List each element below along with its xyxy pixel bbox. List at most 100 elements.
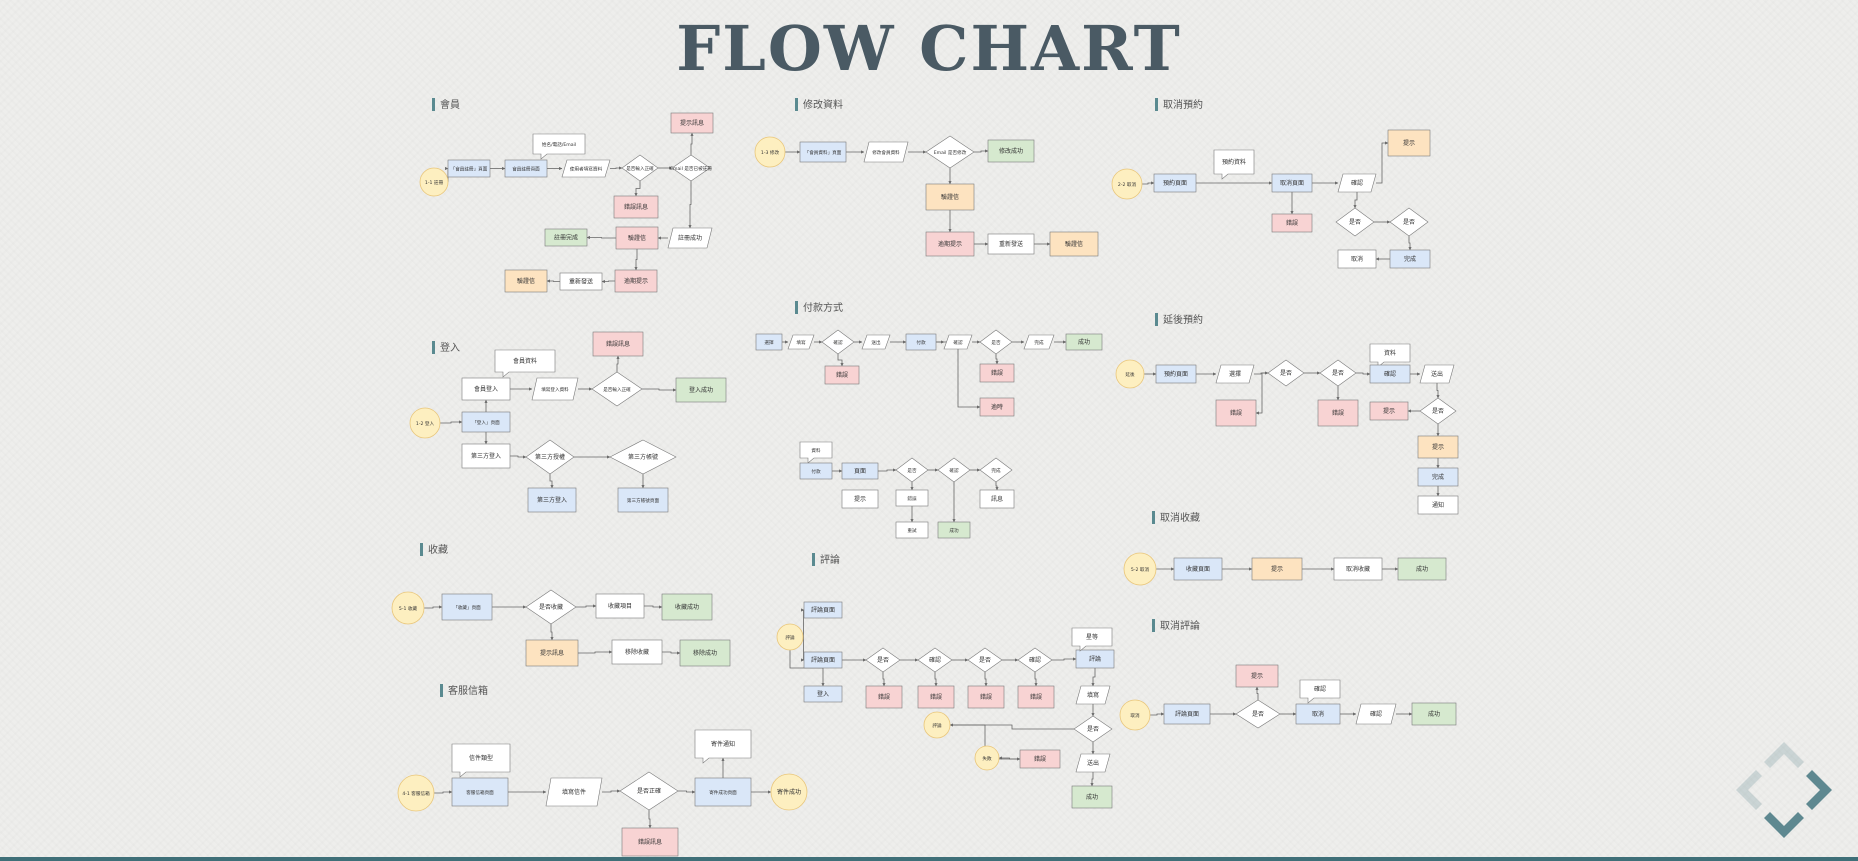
node-label: 錯誤 bbox=[930, 693, 942, 701]
slide-navigation[interactable] bbox=[1728, 734, 1840, 846]
process-box bbox=[1271, 213, 1313, 233]
node-l4: 填寫登入資料 bbox=[531, 377, 579, 401]
node-c3: 取消頁面 bbox=[1271, 173, 1313, 193]
edge-f0-f1 bbox=[424, 605, 443, 609]
node-d3: 是否 bbox=[1267, 359, 1305, 387]
edge-r5-r11 bbox=[934, 672, 938, 687]
node-label: 提示 bbox=[1251, 672, 1263, 680]
node-label: 錯誤 bbox=[1034, 755, 1046, 763]
edge-m6-m7 bbox=[690, 132, 694, 155]
process-box bbox=[1369, 401, 1409, 421]
edge-r8-r14 bbox=[1091, 668, 1096, 687]
node-d1: 預約頁面 bbox=[1155, 364, 1197, 384]
process-box bbox=[1389, 249, 1431, 269]
process-box bbox=[617, 487, 669, 513]
section-edit: 修改資料 bbox=[795, 98, 843, 111]
process-box bbox=[1417, 495, 1459, 515]
node-label: Email 是否已被註冊 bbox=[670, 165, 712, 172]
start-circle bbox=[974, 745, 1000, 771]
process-box bbox=[441, 593, 493, 621]
edge-m5-m8 bbox=[634, 181, 641, 197]
node-f7: 移除成功 bbox=[679, 639, 731, 667]
node-label: 是否 bbox=[1432, 408, 1444, 415]
edge-l8-l9 bbox=[510, 455, 527, 459]
node-r6: 是否 bbox=[967, 647, 1003, 673]
node-m10: 驗證信 bbox=[615, 226, 659, 250]
node-c8: 是否 bbox=[1389, 207, 1429, 237]
decision-diamond bbox=[525, 439, 575, 475]
node-label: 是否 bbox=[1332, 370, 1344, 377]
node-label: 成功 bbox=[949, 527, 959, 534]
process-box bbox=[1271, 173, 1313, 193]
decision-diamond bbox=[1073, 715, 1113, 743]
node-label: 確認 bbox=[1351, 179, 1363, 187]
process-box bbox=[694, 777, 752, 807]
edge-f3-f4 bbox=[644, 605, 663, 609]
node-label: 填寫 bbox=[796, 339, 806, 346]
node-r7: 確認 bbox=[1017, 647, 1053, 673]
node-c10: 完成 bbox=[1389, 249, 1431, 269]
node-label: 提示 bbox=[854, 495, 866, 503]
node-c7: 是否 bbox=[1335, 207, 1375, 237]
node-label: 1-2 登入 bbox=[416, 420, 435, 427]
node-m9: 註冊成功 bbox=[667, 227, 713, 249]
section-marker bbox=[795, 98, 798, 111]
process-box bbox=[1387, 129, 1431, 157]
node-p1: 填寫 bbox=[787, 334, 815, 350]
node-c4: 確認 bbox=[1337, 173, 1377, 193]
process-box bbox=[661, 593, 713, 621]
node-label: 錯誤訊息 bbox=[638, 838, 662, 846]
process-box bbox=[675, 377, 727, 403]
node-p20: 訊息 bbox=[979, 489, 1015, 509]
node-m11: 註冊完成 bbox=[544, 228, 588, 247]
node-label: 使用者填寫資料 bbox=[570, 166, 603, 173]
node-cr4: 確認 bbox=[1299, 679, 1341, 704]
edge-f6-f7 bbox=[662, 651, 681, 655]
process-box bbox=[461, 443, 511, 469]
node-label: 錯誤 bbox=[1230, 409, 1242, 417]
section-marker bbox=[1152, 619, 1155, 632]
process-box bbox=[1065, 333, 1103, 351]
section-service: 客服信箱 bbox=[440, 684, 488, 697]
decision-diamond bbox=[1017, 647, 1053, 673]
node-c2: 預約資料 bbox=[1213, 149, 1255, 180]
process-box bbox=[824, 365, 860, 385]
process-box bbox=[679, 639, 731, 667]
nav-right-icon[interactable] bbox=[1806, 770, 1832, 810]
node-p13: 付款 bbox=[799, 462, 833, 480]
node-label: 是否 bbox=[1403, 219, 1415, 226]
node-label: 資料 bbox=[811, 447, 821, 454]
nav-down-icon[interactable] bbox=[1764, 812, 1804, 838]
nav-up-icon[interactable] bbox=[1764, 742, 1804, 768]
nav-left-icon[interactable] bbox=[1736, 770, 1762, 810]
process-box bbox=[865, 685, 903, 709]
node-label: 「會員資料」頁面 bbox=[805, 149, 842, 156]
node-label: 錯誤 bbox=[878, 693, 890, 701]
section-marker bbox=[812, 553, 815, 566]
node-label: 逾期提示 bbox=[938, 240, 962, 248]
node-cf0: 5-2 取消 bbox=[1123, 552, 1157, 586]
node-label: 4-1 客服信箱 bbox=[402, 790, 430, 797]
node-p21: 重試 bbox=[895, 521, 929, 539]
node-label: 重新發送 bbox=[999, 240, 1023, 248]
node-label: 取消 bbox=[1312, 710, 1324, 718]
process-box bbox=[1235, 664, 1279, 688]
node-cr1: 評論頁面 bbox=[1163, 703, 1211, 725]
section-label: 收藏 bbox=[428, 543, 448, 556]
process-box bbox=[1049, 231, 1099, 257]
section-label: 登入 bbox=[440, 341, 460, 354]
node-p10: 錯誤 bbox=[979, 363, 1015, 383]
edge-r20-r19 bbox=[998, 756, 1020, 760]
decision-diamond bbox=[925, 135, 975, 169]
node-label: 收藏項目 bbox=[608, 602, 632, 610]
node-l10: 第三方帳號 bbox=[609, 439, 677, 475]
node-l6: 錯誤訊息 bbox=[592, 331, 644, 357]
start-circle bbox=[1111, 168, 1143, 200]
node-label: 登入 bbox=[817, 690, 829, 698]
node-l8: 第三方登入 bbox=[461, 443, 511, 469]
node-label: 寄件成功 bbox=[777, 788, 801, 796]
node-label: 確認 bbox=[1384, 370, 1396, 378]
node-label: 錯誤訊息 bbox=[624, 203, 648, 211]
node-label: 取消 bbox=[1130, 712, 1140, 719]
node-p8: 完成 bbox=[1023, 334, 1055, 350]
